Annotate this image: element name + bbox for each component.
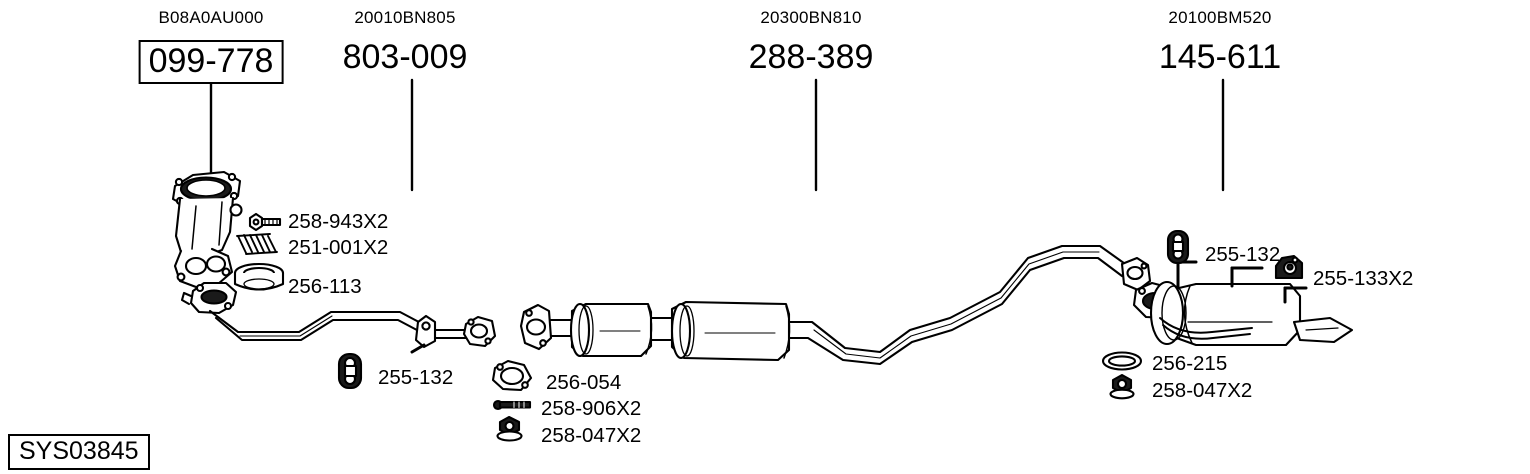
hardware-code-258-047x2-6: 258-047X2 <box>541 424 642 447</box>
catalytic-converter-part <box>171 170 243 289</box>
ref-number-2: 288-389 <box>748 38 874 76</box>
gasket-ring-icon <box>1101 351 1143 371</box>
hardware-code-258-943x2-0: 258-943X2 <box>288 210 389 233</box>
hardware-code-255-132-3: 255-132 <box>378 366 454 389</box>
hardware-code-256-113-2: 256-113 <box>288 275 362 298</box>
ref-number-3: 145-611 <box>1158 38 1282 76</box>
leader-lines <box>209 78 1225 194</box>
front-pipe-part <box>180 281 497 354</box>
oem-code-2: 20300BN810 <box>760 8 862 27</box>
oem-code-1: 20010BN805 <box>354 8 456 27</box>
hardware-code-258-047x2-10: 258-047X2 <box>1152 379 1253 402</box>
hardware-icons <box>233 212 1304 442</box>
stud-bolt-icon <box>492 399 532 411</box>
spring-icon <box>236 233 278 255</box>
oem-code-0: B08A0AU000 <box>158 8 264 27</box>
hardware-code-255-133x2-8: 255-133X2 <box>1313 267 1414 290</box>
flange-nut-icon <box>496 415 523 442</box>
rubber-hanger-icon <box>337 352 363 390</box>
oval-gasket-icon <box>491 359 533 392</box>
hardware-code-256-054-4: 256-054 <box>546 371 622 394</box>
hardware-code-255-132-7: 255-132 <box>1205 243 1281 266</box>
rubber-hanger-icon <box>1166 229 1190 265</box>
ref-number-1: 803-009 <box>342 38 468 76</box>
gasket-ring-icon <box>233 262 285 291</box>
hardware-code-256-215-9: 256-215 <box>1152 352 1228 375</box>
bolt-icon <box>248 212 282 232</box>
rear-muffler-part <box>1132 260 1354 347</box>
hardware-code-258-906x2-5: 258-906X2 <box>541 397 642 420</box>
system-code-badge: SYS03845 <box>8 434 150 471</box>
oem-code-3: 20100BM520 <box>1168 8 1272 27</box>
ref-number-0: 099-778 <box>138 40 284 84</box>
hanger-bracket-icon <box>1274 254 1304 280</box>
flange-nut-icon <box>1109 373 1135 400</box>
hardware-code-251-001x2-1: 251-001X2 <box>288 236 389 259</box>
centre-pipe-resonator-part <box>519 244 1152 366</box>
